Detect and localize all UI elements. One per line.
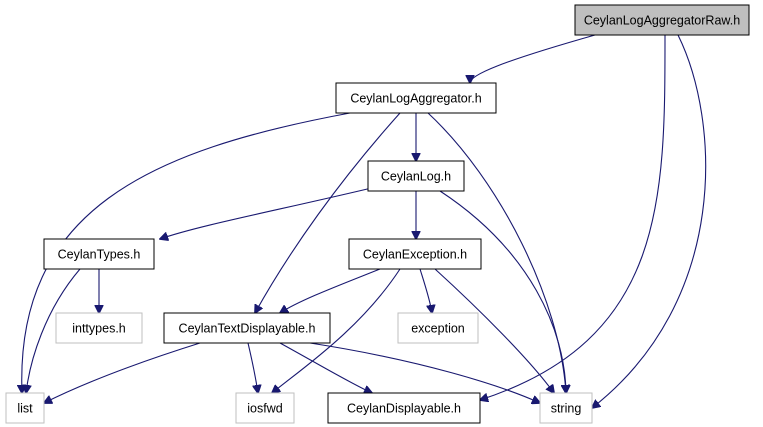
- node-label: CeylanLogAggregatorRaw.h: [584, 14, 740, 28]
- node-box: [367, 160, 465, 192]
- edge-textdisp-to-disp: [279, 342, 372, 393]
- node-box: [163, 312, 331, 344]
- node-log[interactable]: CeylanLog.h: [367, 160, 465, 192]
- node-label: list: [17, 402, 33, 416]
- node-types[interactable]: CeylanTypes.h: [43, 238, 155, 270]
- node-textdisp[interactable]: CeylanTextDisplayable.h: [163, 312, 331, 344]
- edge-exc-to-exception: [419, 268, 432, 313]
- node-exception: exception: [397, 312, 479, 344]
- nodes-layer: CeylanLogAggregatorRaw.hCeylanLogAggrega…: [5, 4, 750, 424]
- edge-textdisp-to-list: [44, 342, 201, 403]
- edge-root-to-disp: [480, 34, 666, 400]
- node-label: CeylanException.h: [363, 248, 467, 262]
- node-string: string: [539, 392, 593, 424]
- edge-exc-to-textdisp: [280, 268, 381, 313]
- edge-log-to-types: [160, 185, 381, 239]
- node-label: CeylanTypes.h: [58, 248, 141, 262]
- node-box: [397, 312, 479, 344]
- node-exc[interactable]: CeylanException.h: [348, 238, 482, 270]
- node-agg[interactable]: CeylanLogAggregator.h: [335, 82, 497, 114]
- edge-agg-to-textdisp: [255, 112, 401, 313]
- edge-textdisp-to-iosfwd: [247, 342, 258, 393]
- node-list: list: [5, 392, 45, 424]
- node-label: CeylanDisplayable.h: [347, 402, 461, 416]
- node-root[interactable]: CeylanLogAggregatorRaw.h: [574, 4, 750, 36]
- edge-types-to-list: [26, 268, 81, 393]
- node-label: exception: [411, 322, 465, 336]
- node-box: [335, 82, 497, 114]
- node-box: [539, 392, 593, 424]
- node-box: [348, 238, 482, 270]
- node-box: [574, 4, 750, 36]
- node-label: CeylanLog.h: [381, 170, 451, 184]
- node-label: CeylanLogAggregator.h: [350, 92, 481, 106]
- node-label: string: [551, 402, 582, 416]
- node-box: [327, 392, 481, 424]
- node-box: [55, 312, 143, 344]
- node-box: [235, 392, 295, 424]
- node-box: [5, 392, 45, 424]
- edges-layer: [22, 34, 707, 408]
- node-inttypes: inttypes.h: [55, 312, 143, 344]
- node-label: iosfwd: [247, 402, 282, 416]
- edge-exc-to-string: [434, 268, 554, 393]
- edge-agg-to-list: [22, 112, 351, 393]
- node-label: inttypes.h: [72, 322, 126, 336]
- node-iosfwd: iosfwd: [235, 392, 295, 424]
- edge-root-to-string: [592, 34, 707, 408]
- node-label: CeylanTextDisplayable.h: [179, 322, 316, 336]
- edge-root-to-agg: [470, 34, 596, 83]
- edge-exc-to-iosfwd: [272, 268, 401, 393]
- node-disp[interactable]: CeylanDisplayable.h: [327, 392, 481, 424]
- node-box: [43, 238, 155, 270]
- edge-agg-to-string: [427, 112, 566, 393]
- edge-log-to-string: [439, 190, 566, 393]
- edge-textdisp-to-string: [309, 342, 540, 403]
